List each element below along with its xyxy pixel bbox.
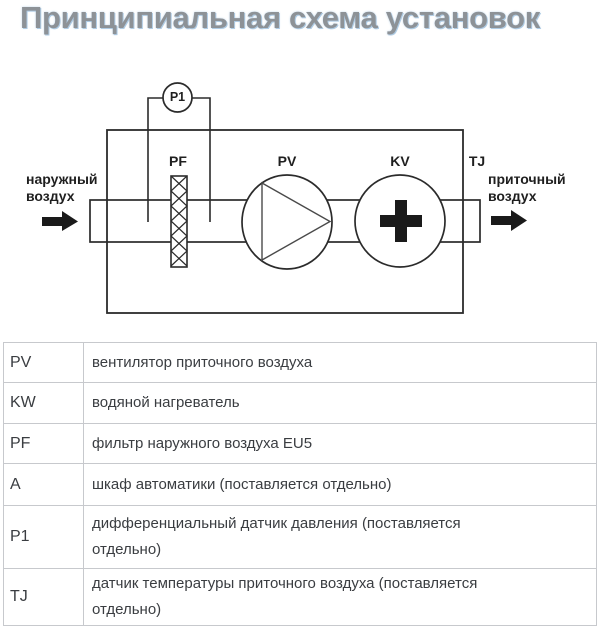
- filter-hatch-zigzag-reverse: [170, 175, 188, 267]
- filter-hatch-zigzag: [170, 175, 188, 267]
- filter-label: PF: [169, 153, 187, 169]
- outside-air-arrow-icon: [42, 211, 78, 231]
- legend-description: вентилятор приточного воздуха: [83, 342, 597, 383]
- table-row: P1 дифференциальный датчик давления (пос…: [3, 505, 597, 569]
- legend-code: TJ: [3, 568, 84, 626]
- schematic-diagram: P1 PF PV KV TJ наружный воздух приточный…: [26, 82, 566, 314]
- legend-code: KW: [3, 382, 84, 424]
- temp-sensor-label: TJ: [468, 153, 486, 169]
- supply-fan-circle: [241, 174, 333, 270]
- fan-label: PV: [277, 153, 297, 169]
- legend-description: дифференциальный датчик давления (постав…: [83, 505, 597, 569]
- table-row: PV вентилятор приточного воздуха: [3, 342, 597, 383]
- table-row: TJ датчик температуры приточного воздуха…: [3, 568, 597, 626]
- fan-triangle-icon: [261, 181, 332, 262]
- legend-description: водяной нагреватель: [83, 382, 597, 424]
- legend-description: фильтр наружного воздуха EU5: [83, 423, 597, 464]
- legend-code: PV: [3, 342, 84, 383]
- table-row: A шкаф автоматики (поставляется отдельно…: [3, 463, 597, 506]
- legend-code: PF: [3, 423, 84, 464]
- unit-casing-outline: [106, 129, 464, 314]
- pressure-sensor-label: P1: [169, 90, 186, 104]
- legend-description: шкаф автоматики (поставляется отдельно): [83, 463, 597, 506]
- heater-label: KV: [390, 153, 410, 169]
- heater-plus-icon: [380, 200, 422, 242]
- page: Принципиальная схема установок P1: [3, 0, 597, 626]
- table-row: PF фильтр наружного воздуха EU5: [3, 423, 597, 464]
- legend-code: P1: [3, 505, 84, 569]
- legend-description: датчик температуры приточного воздуха (п…: [83, 568, 597, 626]
- schematic-canvas: [42, 82, 527, 314]
- legend-code: A: [3, 463, 84, 506]
- page-title: Принципиальная схема установок: [20, 0, 540, 35]
- table-row: KW водяной нагреватель: [3, 382, 597, 424]
- supply-air-caption: приточный воздух: [488, 171, 566, 204]
- legend-table: PV вентилятор приточного воздуха KW водя…: [3, 342, 597, 626]
- supply-air-arrow-icon: [491, 210, 527, 231]
- outside-air-caption: наружный воздух: [26, 171, 98, 204]
- pressure-sensor-circle: [162, 82, 193, 113]
